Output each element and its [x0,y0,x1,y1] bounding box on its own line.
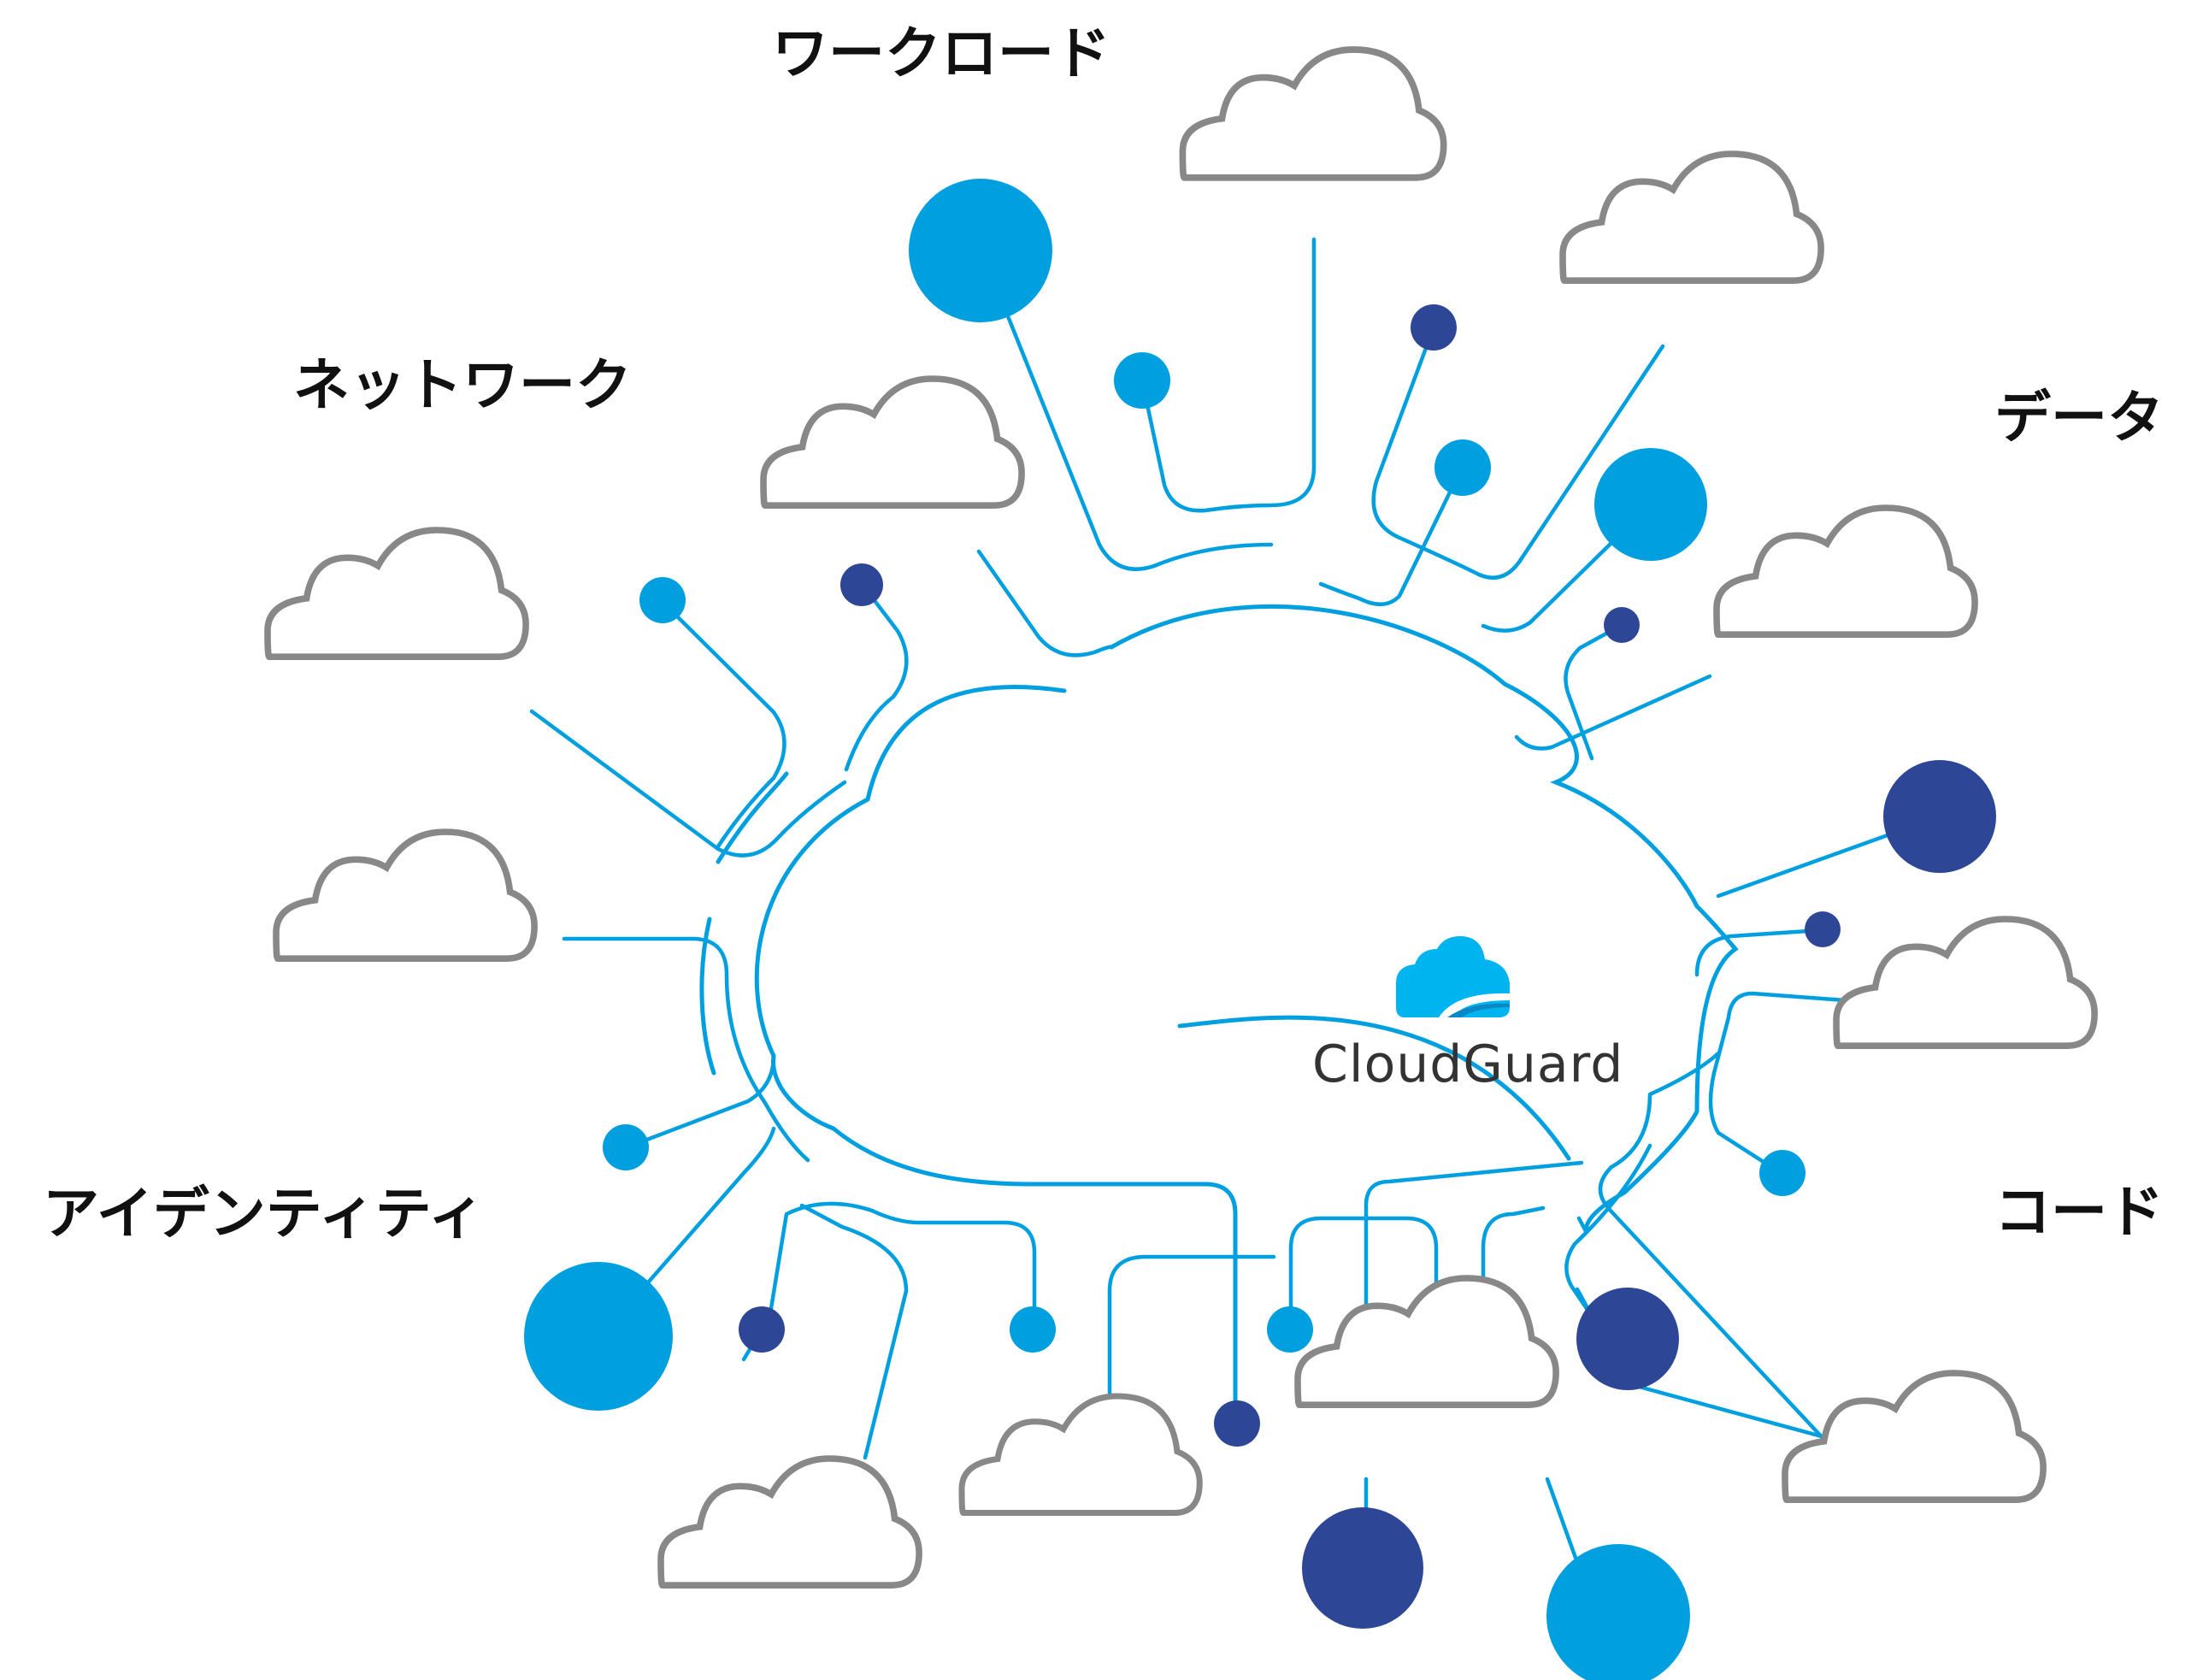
cloud-data-lower [1717,508,1975,634]
node-large-dark [1883,760,1996,873]
node-small-light [1267,1306,1313,1353]
node-small-light [1759,1150,1805,1196]
cloud-data-upper [1563,154,1821,280]
node-small-dark [1411,304,1457,351]
label-identity: アイデンティティ [43,1181,485,1247]
node-small-dark [840,563,883,606]
node-large-light [909,179,1052,322]
logo-swoosh-icon [1439,993,1510,1017]
node-small-light [1434,439,1491,496]
nodes [524,179,1996,1680]
logo-swoosh-dark-icon [1447,1003,1510,1017]
cloud-identity-upper [276,832,534,958]
cloud-bottom-mid [962,1396,1199,1513]
cloud-bottom-left [661,1459,919,1585]
label-network: ネットワーク [293,352,632,418]
label-workload: ワークロード [772,21,1110,86]
node-large-light [1594,448,1707,561]
cloud-network-left [268,530,526,657]
logo-text: CloudGuard [1312,1035,1624,1094]
node-small-dark [1214,1400,1260,1447]
cloud-network-mid [763,379,1022,505]
node-small-light [1114,352,1170,409]
cloud-code-lower [1785,1373,2043,1500]
label-data: データ [1994,385,2164,451]
cloudguard-logo-icon [1396,936,1510,1017]
node-small-dark [739,1306,785,1353]
cloud-code-upper [1836,919,2094,1046]
node-small-dark [1805,911,1841,947]
node-large-dark [1576,1288,1679,1390]
cloud-workload-top [1182,50,1443,178]
node-small-light [639,577,686,623]
cloud-bottom-right [1298,1278,1556,1405]
label-code: コード [1994,1179,2164,1245]
node-large-light [1546,1544,1690,1680]
node-small-dark [1604,607,1640,643]
node-small-light [1010,1306,1056,1353]
node-small-light [603,1124,649,1170]
node-large-dark [1302,1507,1423,1629]
node-large-light [524,1262,673,1411]
